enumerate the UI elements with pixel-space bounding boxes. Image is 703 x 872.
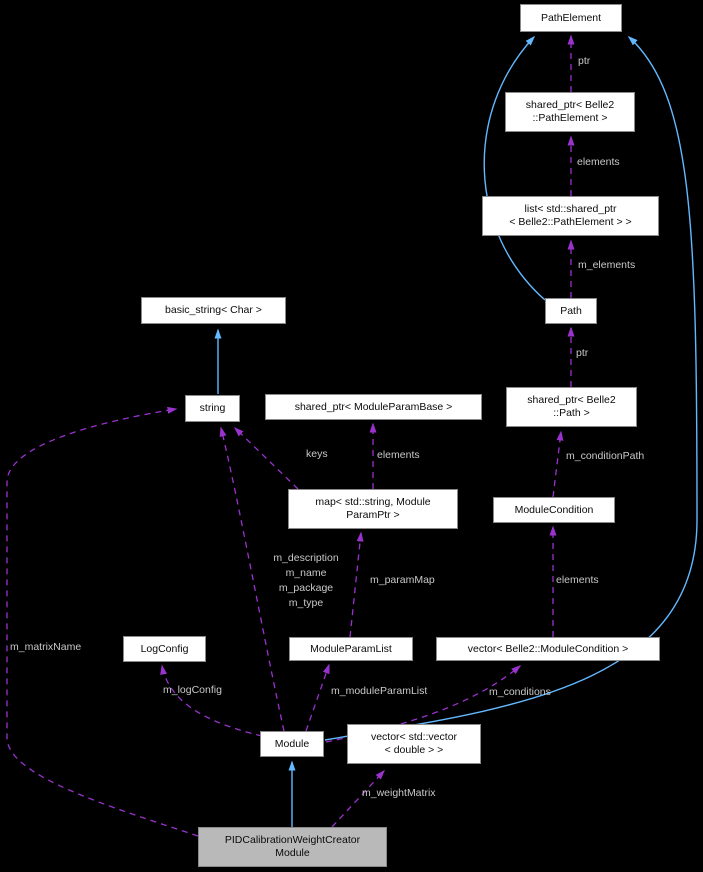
edge-label-m-weightmatrix: m_weightMatrix [362, 787, 436, 799]
edge-label-m-parammap: m_paramMap [370, 574, 435, 586]
node-moduleparamlist[interactable]: ModuleParamList [289, 637, 413, 661]
edge-m-description-name-package-type [219, 426, 285, 732]
edge-keys [233, 426, 299, 490]
node-pidcalibrationweightcreatormodule[interactable]: PIDCalibrationWeightCreator Module [198, 827, 387, 867]
node-shared-ptr-belle2-path[interactable]: shared_ptr< Belle2 ::Path > [506, 387, 637, 427]
node-map-string-moduleparamptr[interactable]: map< std::string, Module ParamPtr > [288, 489, 458, 529]
node-vector-modulecondition[interactable]: vector< Belle2::ModuleCondition > [436, 637, 660, 661]
edge-label-m-conditions: m_conditions [489, 686, 551, 698]
edge-label-module-members: m_description m_name m_package m_type [273, 552, 339, 609]
edge-m-parammap [349, 531, 364, 638]
node-shared-ptr-moduleparambase[interactable]: shared_ptr< ModuleParamBase > [265, 394, 482, 420]
edge-m-logconfig [160, 664, 263, 737]
edge-label-elements-top: elements [577, 156, 620, 168]
edge-inherit-path-pathelement [483, 35, 546, 301]
edge-label-keys: keys [306, 448, 328, 460]
node-pathelement[interactable]: PathElement [520, 4, 622, 32]
node-modulecondition[interactable]: ModuleCondition [493, 497, 615, 523]
edge-m-moduleparamlist [305, 663, 330, 732]
edge-label-m-matrixname: m_matrixName [10, 641, 82, 653]
node-list-shared-ptr-pathelement[interactable]: list< std::shared_ptr < Belle2::PathElem… [482, 196, 659, 236]
node-basic-string[interactable]: basic_string< Char > [141, 297, 286, 324]
edge-label-ptr-top: ptr [578, 55, 591, 67]
edge-m-conditions [325, 665, 522, 743]
node-path[interactable]: Path [545, 298, 597, 324]
edge-m-conditionpath [552, 430, 564, 498]
edge-label-m-logconfig: m_logConfig [163, 684, 222, 696]
node-logconfig[interactable]: LogConfig [123, 636, 206, 662]
edge-m-matrixname [6, 406, 199, 837]
node-vector-vector-double[interactable]: vector< std::vector < double > > [347, 724, 481, 764]
node-string[interactable]: string [185, 395, 240, 422]
edge-label-m-moduleparamlist: m_moduleParamList [331, 685, 428, 697]
edge-label-m-elements: m_elements [578, 259, 636, 271]
edge-inherit-module-pathelement [324, 35, 698, 741]
edge-label-ptr-mid: ptr [576, 347, 589, 359]
node-module[interactable]: Module [260, 731, 324, 757]
node-shared-ptr-pathelement[interactable]: shared_ptr< Belle2 ::PathElement > [505, 92, 635, 132]
edge-m-weightmatrix [331, 769, 386, 828]
edge-label-m-conditionpath: m_conditionPath [566, 450, 645, 462]
edge-label-elements-right: elements [556, 574, 599, 586]
edge-label-elements-mid: elements [377, 449, 420, 461]
